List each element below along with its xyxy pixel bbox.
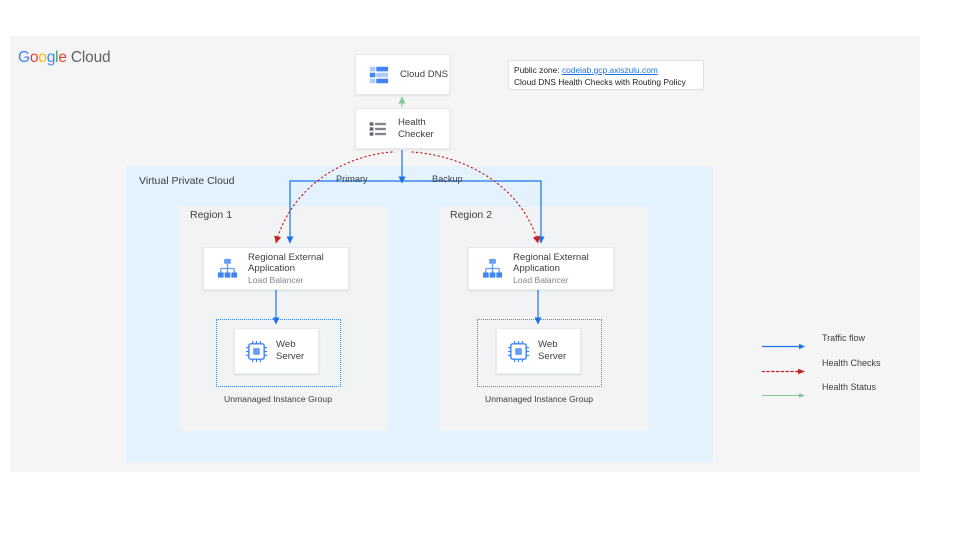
node-web-server-region-1[interactable]: Web Server bbox=[234, 328, 319, 374]
health-checker-title-line1: Health bbox=[398, 116, 426, 128]
public-zone-note: Public zone: codelab.gcp.axiszulu.com Cl… bbox=[508, 60, 704, 90]
instance-group-1-label: Unmanaged Instance Group bbox=[224, 394, 332, 404]
instance-group-2-label: Unmanaged Instance Group bbox=[485, 394, 593, 404]
legend-item-health-status: Health Status bbox=[762, 379, 912, 404]
node-cloud-dns[interactable]: Cloud DNS bbox=[355, 54, 450, 95]
legend-item-health-checks: Health Checks bbox=[761, 355, 912, 380]
node-load-balancer-region-2[interactable]: Regional External Application Load Balan… bbox=[468, 247, 614, 290]
lb-r2-title-line2: Application bbox=[513, 263, 560, 275]
health-checker-list-icon bbox=[364, 119, 392, 139]
legend-swatch-health-status bbox=[762, 387, 806, 398]
vpc-label: Virtual Private Cloud bbox=[139, 175, 235, 187]
logo-letter-o1: o bbox=[29, 49, 39, 66]
cpu-chip-icon bbox=[503, 340, 533, 363]
load-balancer-icon bbox=[212, 257, 242, 280]
public-zone-label: Public zone: bbox=[514, 65, 560, 75]
cloud-dns-icon bbox=[364, 64, 394, 86]
legend-swatch-traffic-flow bbox=[762, 338, 806, 350]
web-server-r2-title-line1: Web bbox=[538, 339, 558, 351]
logo-letter-g2: g bbox=[46, 49, 56, 66]
cpu-chip-icon bbox=[241, 340, 271, 363]
node-health-checker[interactable]: Health Checker bbox=[355, 108, 450, 149]
cloud-dns-title: Cloud DNS bbox=[400, 68, 448, 80]
public-zone-line: Public zone: codelab.gcp.axiszulu.com bbox=[514, 64, 698, 76]
node-web-server-region-2[interactable]: Web Server bbox=[496, 328, 581, 374]
public-zone-link[interactable]: codelab.gcp.axiszulu.com bbox=[561, 65, 658, 75]
google-cloud-logo: Google Cloud bbox=[18, 49, 111, 67]
logo-letter-g1: G bbox=[18, 49, 30, 66]
edge-label-primary: Primary bbox=[336, 174, 368, 184]
legend-label-health-checks: Health Checks bbox=[822, 357, 881, 368]
lb-r2-title-line1: Regional External bbox=[513, 251, 589, 263]
web-server-r2-title-line2: Server bbox=[538, 351, 567, 362]
logo-letter-o2: o bbox=[38, 49, 47, 66]
load-balancer-icon bbox=[477, 257, 507, 280]
legend-label-traffic-flow: Traffic flow bbox=[822, 333, 866, 343]
lb-r1-subtitle: Load Balancer bbox=[248, 274, 304, 285]
legend-label-health-status: Health Status bbox=[822, 382, 877, 392]
logo-letter-e: e bbox=[58, 49, 67, 66]
health-checker-title-line2: Checker bbox=[398, 128, 434, 140]
web-server-r1-title-line2: Server bbox=[276, 351, 305, 362]
public-zone-subtitle: Cloud DNS Health Checks with Routing Pol… bbox=[514, 77, 686, 88]
legend-item-traffic-flow: Traffic flow bbox=[762, 330, 912, 355]
node-load-balancer-region-1[interactable]: Regional External Application Load Balan… bbox=[203, 247, 349, 290]
lb-r1-title-line1: Regional External bbox=[248, 251, 324, 263]
region-1-label: Region 1 bbox=[190, 209, 233, 221]
legend-swatch-health-checks bbox=[761, 363, 806, 374]
region-2-label: Region 2 bbox=[450, 209, 493, 221]
lb-r2-subtitle: Load Balancer bbox=[513, 274, 569, 285]
edge-label-backup: Backup bbox=[432, 174, 463, 184]
legend: Traffic flow Health Checks Health Status bbox=[761, 330, 912, 404]
logo-letter-l: l bbox=[55, 49, 59, 66]
lb-r1-title-line2: Application bbox=[248, 263, 295, 275]
web-server-r1-title-line1: Web bbox=[276, 339, 296, 351]
logo-suffix-text: Cloud bbox=[70, 49, 111, 66]
